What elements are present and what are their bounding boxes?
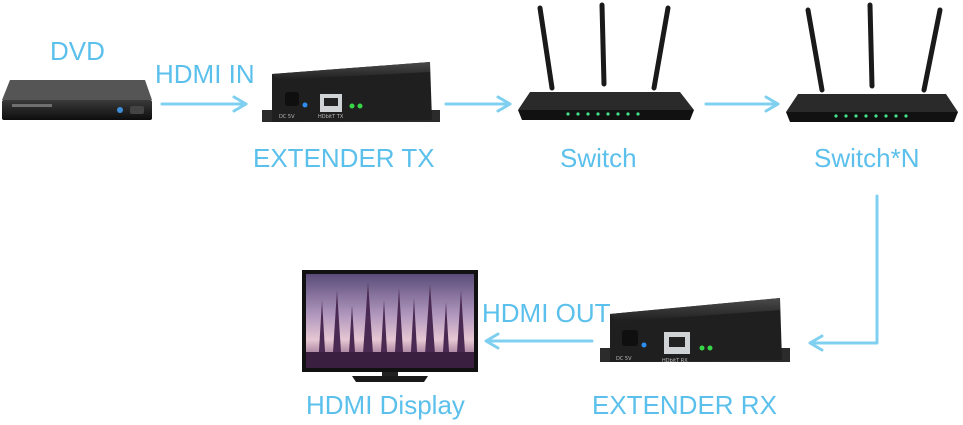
hdmi-display-label: HDMI Display (306, 390, 465, 421)
extender-rx-icon: DC 5V HDbitT RX (600, 298, 790, 364)
power-label: DC 5V (279, 114, 295, 120)
port-label-tx: HDbitT TX (318, 114, 344, 120)
dvd-player-icon (2, 80, 152, 120)
arrow-switch-n-to-rx (810, 196, 877, 350)
extender-tx-label: EXTENDER TX (253, 143, 435, 174)
hdmi-in-label: HDMI IN (155, 59, 255, 90)
arrow-tx-to-switch (446, 97, 510, 111)
switch-label: Switch (560, 143, 637, 174)
port-label-rx: HDbitT RX (662, 358, 688, 364)
extender-tx-icon: DC 5V HDbitT TX (262, 62, 440, 122)
extender-rx-label: EXTENDER RX (592, 390, 777, 421)
tv-display-icon (302, 270, 478, 382)
arrow-switch-to-switch-n (706, 97, 778, 111)
switch-n-label: Switch*N (814, 143, 919, 174)
router-icon (518, 5, 694, 120)
arrow-dvd-to-tx (162, 97, 246, 111)
arrow-rx-to-display (486, 334, 592, 348)
hdmi-out-label: HDMI OUT (482, 298, 611, 329)
router-icon (786, 5, 958, 122)
power-label: DC 5V (616, 356, 632, 362)
dvd-label: DVD (50, 36, 105, 67)
